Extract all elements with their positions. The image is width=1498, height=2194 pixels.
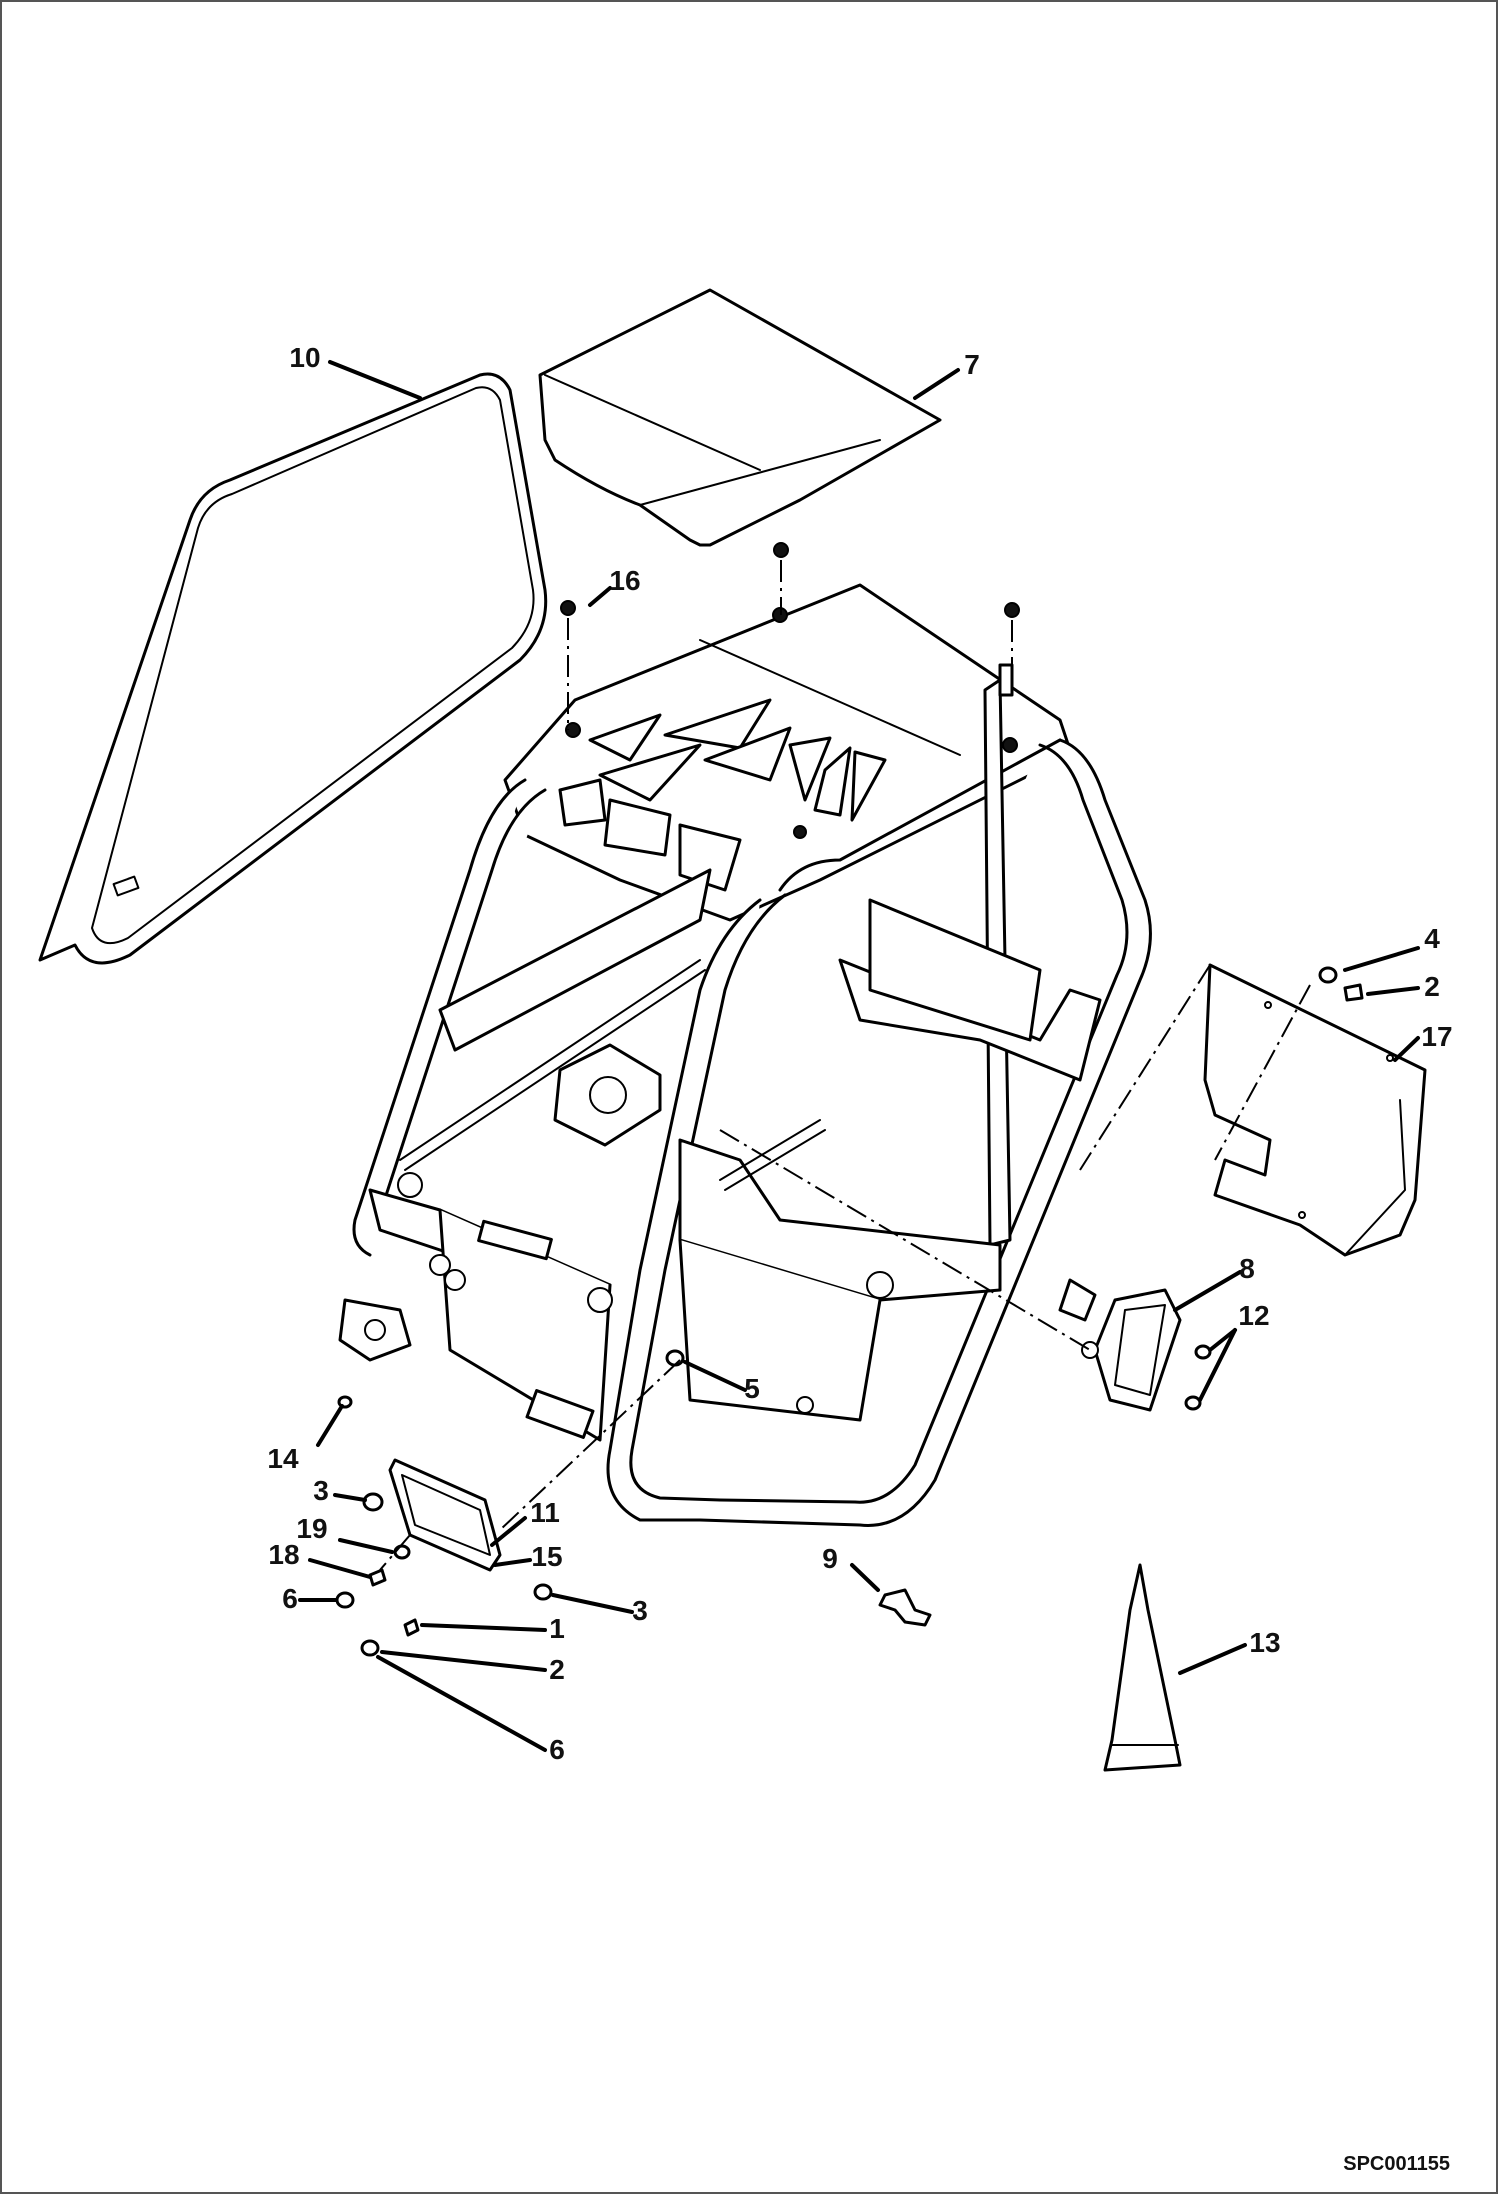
callout-19: 19 xyxy=(296,1513,327,1544)
callout-13: 13 xyxy=(1249,1627,1280,1658)
callout-7: 7 xyxy=(964,349,980,380)
callout-11: 11 xyxy=(530,1497,560,1528)
callout-9: 9 xyxy=(822,1543,838,1574)
callout-10: 10 xyxy=(289,342,320,373)
callout-15: 15 xyxy=(531,1541,562,1572)
callout-2-upper: 2 xyxy=(1424,971,1440,1002)
callout-14: 14 xyxy=(267,1443,299,1474)
callout-6-left: 6 xyxy=(282,1583,298,1614)
side-window-glass xyxy=(38,372,548,965)
callout-labels: 10 7 16 4 2 17 8 12 5 14 3 11 19 18 15 6… xyxy=(267,342,1452,1765)
callout-18: 18 xyxy=(268,1539,299,1570)
callout-6-lower: 6 xyxy=(549,1734,565,1765)
drawing-code: SPC001155 xyxy=(1343,2153,1450,2175)
callout-4: 4 xyxy=(1424,923,1440,954)
cab-frame xyxy=(338,583,1152,1527)
callout-16: 16 xyxy=(609,565,640,596)
callout-5: 5 xyxy=(744,1373,760,1404)
callout-3-right: 3 xyxy=(632,1595,648,1626)
leader-lines xyxy=(298,360,1420,1752)
callout-2-lower: 2 xyxy=(549,1654,565,1685)
callout-8: 8 xyxy=(1239,1253,1255,1284)
mirror-bracket xyxy=(1058,1278,1182,1412)
assembly-chain-lines xyxy=(379,560,1311,1571)
callout-1: 1 xyxy=(549,1613,565,1644)
callout-12: 12 xyxy=(1238,1300,1269,1331)
roof-panel xyxy=(538,288,942,547)
rear-cover-plate xyxy=(1203,963,1427,1257)
callout-3-left: 3 xyxy=(313,1475,329,1506)
sealant-tube xyxy=(1103,1563,1182,1772)
callout-17: 17 xyxy=(1421,1021,1452,1052)
